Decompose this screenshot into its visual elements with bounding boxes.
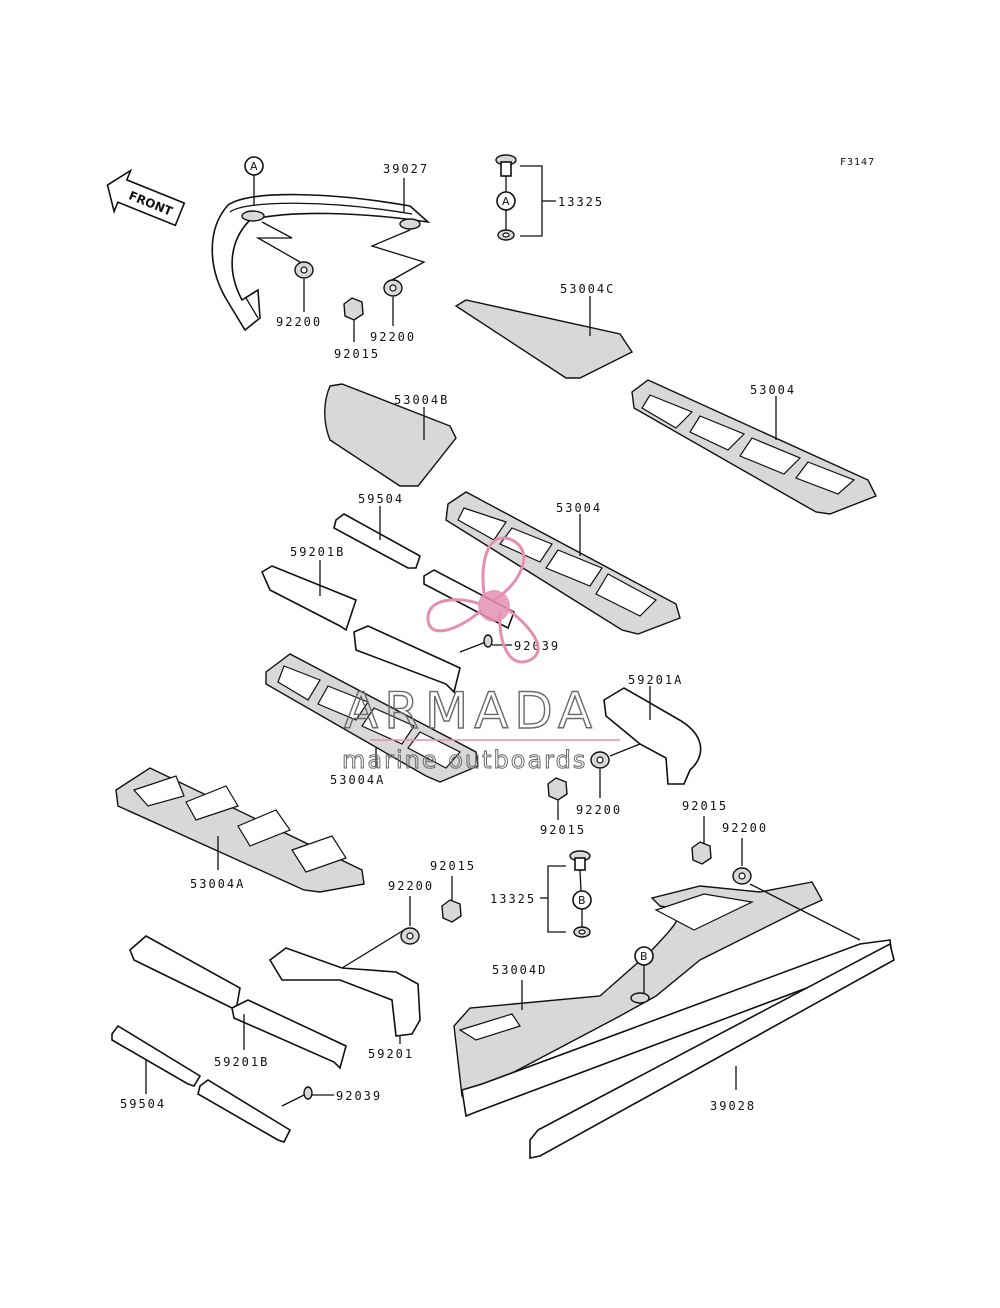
grab-end-59201A (603, 687, 702, 785)
label-53004-b: 53004 (556, 501, 602, 515)
watermark-tagline: marine outboards (342, 746, 587, 774)
label-92200-c: 92200 (576, 803, 622, 817)
front-arrow: FRONT (106, 168, 186, 227)
mount-hole (399, 218, 421, 230)
label-92200-e: 92200 (388, 879, 434, 893)
part-39027-grab-bar (211, 193, 431, 332)
nut-92015 (691, 841, 712, 865)
watermark-brand: ARMADA (344, 682, 598, 740)
label-92015-a: 92015 (334, 347, 380, 361)
strip-59504-lower-a (111, 1024, 202, 1087)
label-59201B-top: 59201B (290, 545, 345, 559)
label-13325-mid: 13325 (490, 892, 536, 906)
ref-marker-b-deck-letter: B (640, 950, 648, 963)
strip-59504-lower-b (197, 1079, 292, 1143)
label-59504-top: 59504 (358, 492, 404, 506)
pin-92039-top (459, 634, 493, 653)
assembly-39028-deck (453, 881, 895, 1159)
label-53004A-low: 53004A (190, 877, 245, 891)
label-59201B-low: 59201B (214, 1055, 269, 1069)
propeller-logo (426, 536, 540, 664)
strip-59504-top (333, 513, 421, 569)
front-arrow-shape (106, 168, 186, 227)
mount-hole (630, 992, 650, 1004)
nut-92015 (547, 777, 568, 801)
watermark: ARMADA marine outboards (342, 536, 620, 775)
cover-59201B-mid (353, 625, 461, 694)
label-39028: 39028 (710, 1099, 756, 1113)
label-39027: 39027 (383, 162, 429, 176)
ref-marker-b-bolt-letter: B (578, 894, 586, 907)
label-59201A: 59201A (628, 673, 683, 687)
label-53004C: 53004C (560, 282, 615, 296)
mat-53004A-lower (115, 767, 365, 893)
mat-53004A-middle (265, 653, 479, 783)
label-53004D: 53004D (492, 963, 547, 977)
cover-59201B-top (260, 565, 357, 632)
ref-marker-a-bolt-letter: A (502, 195, 510, 208)
label-59504-low: 59504 (120, 1097, 166, 1111)
label-92200-a: 92200 (276, 315, 322, 329)
mat-53004-upper-right (631, 379, 877, 515)
bolt-assembly-13325-top: A (495, 154, 517, 241)
label-92015-c: 92015 (682, 799, 728, 813)
mount-hole (241, 210, 265, 222)
label-92039-low: 92039 (336, 1089, 382, 1103)
figure-code: F3147 (840, 157, 875, 168)
label-92015-d: 92015 (430, 859, 476, 873)
label-13325-top: 13325 (558, 195, 604, 209)
label-92200-d: 92200 (722, 821, 768, 835)
cover-59201B-lower-a (129, 935, 241, 1012)
pin-92039-lower (281, 1086, 313, 1107)
nut-92015 (441, 899, 462, 923)
label-53004-a: 53004 (750, 383, 796, 397)
cover-59201B-lower-b (231, 999, 347, 1070)
label-59201: 59201 (368, 1047, 414, 1061)
ref-marker-a-upper-letter: A (250, 160, 258, 173)
nut-92015 (343, 297, 364, 321)
label-92200-b: 92200 (370, 330, 416, 344)
bolt-assembly-13325-mid: B (569, 850, 592, 938)
grab-59201 (268, 947, 421, 1037)
pad-53004C (454, 299, 634, 379)
pad-53004B (324, 383, 457, 487)
label-92015-b: 92015 (540, 823, 586, 837)
label-53004B: 53004B (394, 393, 449, 407)
label-92039-top: 92039 (514, 639, 560, 653)
mat-53004-middle (445, 491, 681, 635)
label-53004A-mid: 53004A (330, 773, 385, 787)
